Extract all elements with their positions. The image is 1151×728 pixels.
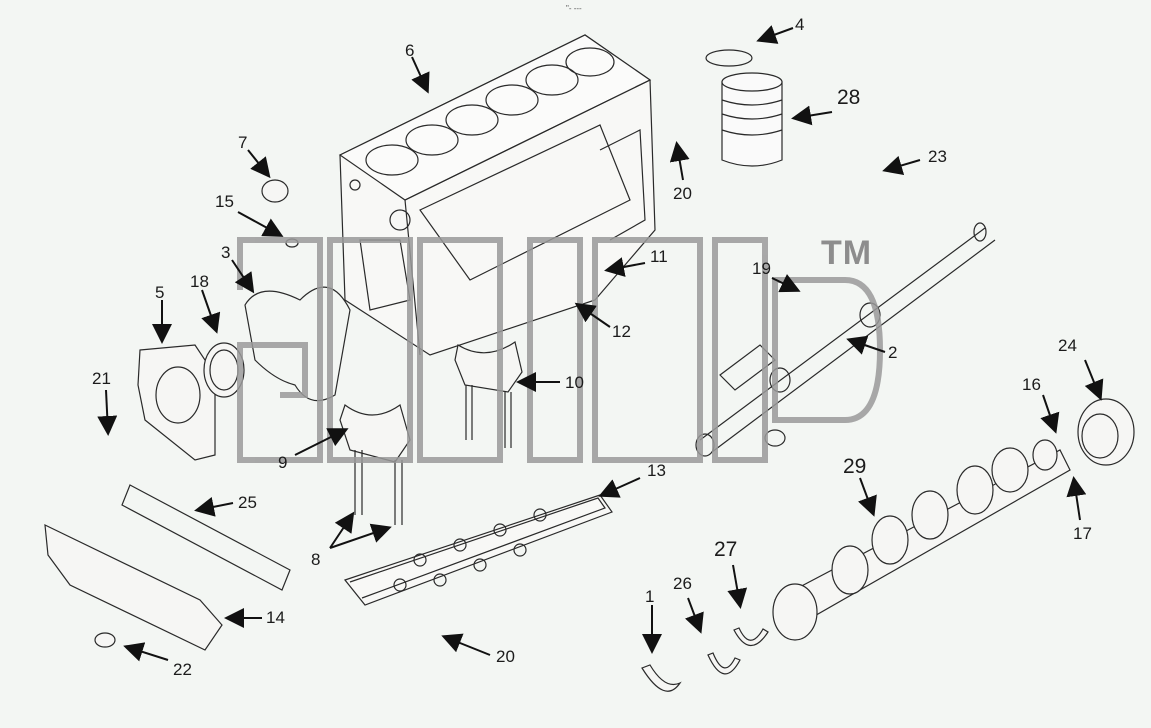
callout-4: 4 — [795, 15, 805, 34]
callout-6: 6 — [405, 41, 415, 60]
callout-13: 13 — [647, 461, 666, 480]
callout-arrows — [97, 25, 1104, 662]
callout-29: 29 — [843, 455, 867, 478]
callout-21: 21 — [92, 369, 111, 388]
callout-12: 12 — [612, 322, 631, 341]
trademark-label: TM — [821, 234, 873, 272]
bearing-caps — [339, 341, 523, 525]
rear-cover — [44, 484, 291, 651]
callout-15: 15 — [215, 192, 234, 211]
callout-14: 14 — [266, 608, 285, 627]
watermark-logo — [237, 237, 884, 463]
thrust-washers — [641, 627, 769, 692]
crankshaft-gear — [1077, 398, 1135, 466]
cylinder-liner — [705, 49, 783, 167]
callout-24: 24 — [1058, 336, 1077, 355]
callout-1: 1 — [645, 587, 655, 606]
callout-10: 10 — [565, 373, 584, 392]
callout-28: 28 — [837, 86, 861, 109]
callout-25: 25 — [238, 493, 257, 512]
callout-27: 27 — [714, 538, 738, 561]
callout-5: 5 — [155, 283, 165, 302]
crankshaft — [772, 439, 1071, 641]
callout-3: 3 — [221, 243, 231, 262]
callout-2: 2 — [888, 343, 898, 362]
callout-19: 19 — [752, 259, 771, 278]
callout-7: 7 — [238, 133, 248, 152]
callout-11: 11 — [650, 247, 668, 266]
callout-18: 18 — [190, 272, 209, 291]
callout-16: 16 — [1022, 375, 1041, 394]
callout-20-bottom: 20 — [496, 647, 515, 666]
callout-22: 22 — [173, 660, 192, 679]
seal-housing — [137, 342, 245, 461]
top-mark: "- --- — [566, 4, 582, 13]
callout-9: 9 — [278, 453, 288, 472]
callout-23: 23 — [928, 147, 947, 166]
callout-8: 8 — [311, 550, 321, 569]
callout-17: 17 — [1073, 524, 1092, 543]
oil-pan-gasket — [343, 494, 613, 606]
gasket-outline — [244, 179, 351, 402]
callout-26: 26 — [673, 574, 692, 593]
callout-20-top: 20 — [673, 184, 692, 203]
